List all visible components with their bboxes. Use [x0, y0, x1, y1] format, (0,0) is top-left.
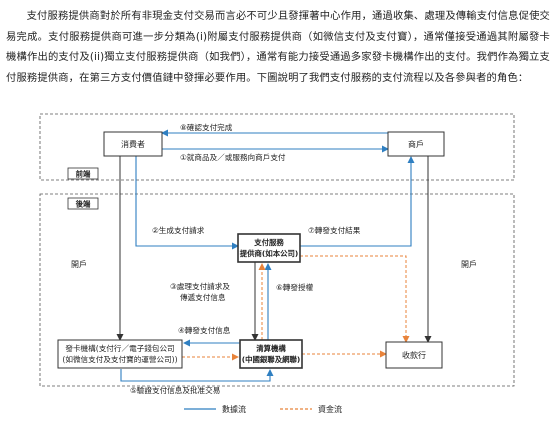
acquirer-box	[385, 341, 443, 369]
consumer-box	[103, 131, 163, 157]
back-section-frame	[39, 193, 515, 387]
flow-3-label-line1: ③處理支付請求及	[170, 281, 230, 291]
flow-3-label-line2: 傳遞支付信息	[180, 292, 226, 302]
flow-4-label: ④轉發支付信息	[178, 325, 231, 335]
merchant-label: 商戶	[408, 139, 424, 149]
flow-2-arrow	[135, 156, 239, 250]
back-section-tag	[67, 197, 99, 210]
clearing-label-line1: 清算機構	[256, 344, 286, 353]
issuer-box	[57, 339, 183, 369]
issuer-label-line2: (如微信支付及支付寶的運營公司))	[62, 354, 177, 364]
psp-box	[237, 233, 301, 263]
flow-5-arrow	[120, 369, 274, 382]
fund-flow-psp-acquirer	[300, 255, 410, 343]
clearing-label-line2: (中國銀聯及網聯)	[242, 355, 301, 364]
flow-7-arrow	[300, 156, 415, 247]
issuer-label-line1: 發卡機構(支付行／電子錢包公司	[65, 343, 174, 353]
left-account-label: 開戶	[71, 259, 87, 269]
legend-fund-flow-label: 資金流	[318, 404, 342, 414]
merchant-box	[387, 131, 445, 157]
right-account-label: 開戶	[461, 259, 477, 269]
back-section-label: 後端	[75, 200, 91, 209]
consumer-label: 消費者	[121, 139, 145, 149]
flow-7-label: ⑦轉發支付結果	[308, 225, 361, 235]
front-section-label: 前端	[76, 170, 91, 179]
front-section-frame	[39, 113, 515, 181]
legend-data-flow-label: 數據流	[222, 404, 246, 414]
clearing-box	[239, 339, 303, 369]
flow-6-label: ⑥轉發授權	[276, 282, 314, 292]
psp-label-line2: 提供商(如本公司)	[239, 249, 299, 258]
flow-2-label: ②生成支付請求	[152, 225, 205, 235]
psp-label-line1: 支付服務	[253, 238, 284, 247]
acquirer-label: 收款行	[402, 350, 426, 360]
flow-8-label: ⑧確認支付完成	[180, 122, 233, 132]
intro-paragraph: 支付服務提供商對於所有非現金支付交易而言必不可少且發揮著中心作用，通過收集、處理…	[6, 10, 550, 84]
flow-1-label: ①就商品及／或服務向商戶支付	[180, 152, 286, 162]
flow-5-label: ⑤驗證支付信息及批准交易	[130, 385, 220, 395]
front-section-tag	[67, 167, 99, 180]
